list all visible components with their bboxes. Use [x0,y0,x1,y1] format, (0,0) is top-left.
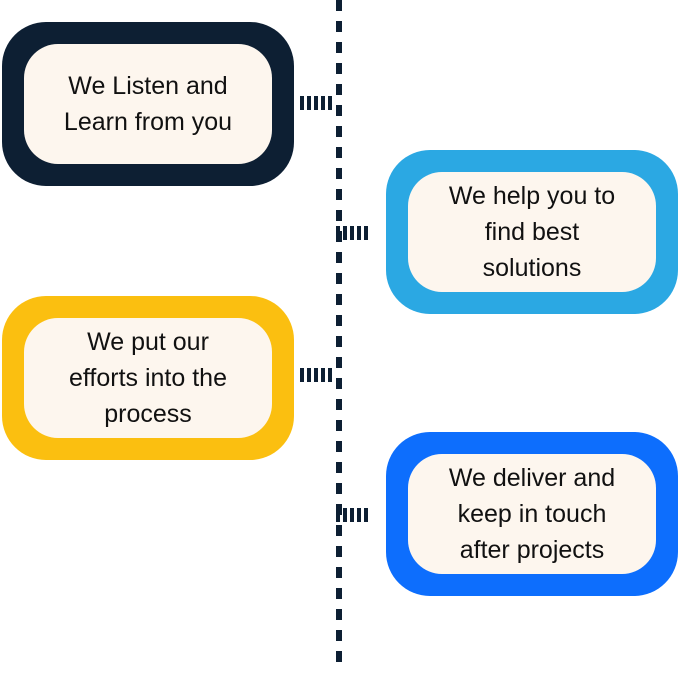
step-card-1-inner: We Listen and Learn from you [24,44,272,164]
step-card-1: We Listen and Learn from you [2,22,294,186]
timeline-spine [336,0,342,664]
step-card-2: We help you to find best solutions [386,150,678,314]
connector-step-4 [336,508,368,522]
step-card-4-inner: We deliver and keep in touch after proje… [408,454,656,574]
connector-step-3 [300,368,332,382]
connector-step-2 [336,226,368,240]
step-3-text: We put our efforts into the process [69,328,227,428]
connector-step-1 [300,96,332,110]
step-card-2-inner: We help you to find best solutions [408,172,656,292]
step-card-3: We put our efforts into the process [2,296,294,460]
step-1-text: We Listen and Learn from you [63,72,233,136]
step-card-4: We deliver and keep in touch after proje… [386,432,678,596]
step-card-3-inner: We put our efforts into the process [24,318,272,438]
step-2-text: We help you to find best solutions [448,182,616,282]
step-4-text: We deliver and keep in touch after proje… [448,464,616,564]
